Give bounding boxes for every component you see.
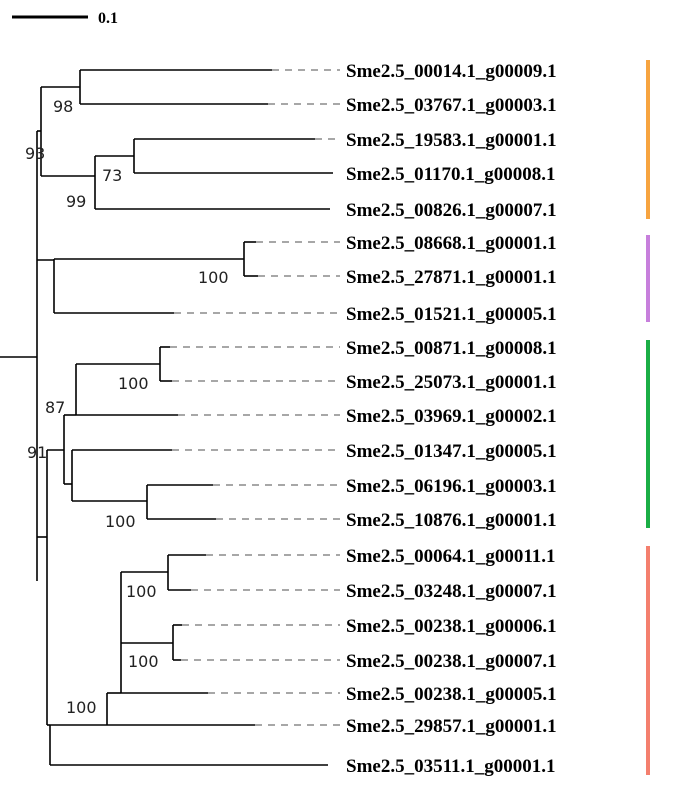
support-label: 100 xyxy=(66,698,97,717)
support-label: 93 xyxy=(25,144,45,163)
tip-label: Sme2.5_00826.1_g00007.1 xyxy=(346,200,557,221)
tip-label: Sme2.5_01521.1_g00005.1 xyxy=(346,304,557,325)
tip-label: Sme2.5_25073.1_g00001.1 xyxy=(346,372,557,393)
tip-label: Sme2.5_03511.1_g00001.1 xyxy=(346,756,556,777)
tip-label: Sme2.5_01347.1_g00005.1 xyxy=(346,441,557,462)
tip-label: Sme2.5_01170.1_g00008.1 xyxy=(346,164,556,185)
tip-label: Sme2.5_29857.1_g00001.1 xyxy=(346,716,557,737)
support-label: 87 xyxy=(45,398,65,417)
support-label: 100 xyxy=(118,374,149,393)
tip-label: Sme2.5_03969.1_g00002.1 xyxy=(346,406,557,427)
support-label: 91 xyxy=(27,443,47,462)
scale-bar-label: 0.1 xyxy=(98,10,118,27)
support-label: 100 xyxy=(128,652,159,671)
support-label: 100 xyxy=(126,582,157,601)
support-label: 73 xyxy=(102,166,122,185)
tip-label: Sme2.5_00014.1_g00009.1 xyxy=(346,61,557,82)
tip-label: Sme2.5_03248.1_g00007.1 xyxy=(346,581,557,602)
support-label: 98 xyxy=(53,97,73,116)
support-label: 100 xyxy=(198,268,229,287)
tip-label: Sme2.5_00238.1_g00006.1 xyxy=(346,616,557,637)
tip-label: Sme2.5_06196.1_g00003.1 xyxy=(346,476,557,497)
support-values: 98 93 73 99 100 100 87 91 100 100 100 10… xyxy=(25,97,229,717)
tip-label: Sme2.5_19583.1_g00001.1 xyxy=(346,130,557,151)
tip-label: Sme2.5_10876.1_g00001.1 xyxy=(346,510,557,531)
tree-branches xyxy=(0,69,340,766)
scale-bar: 0.1 xyxy=(12,10,118,27)
tip-label: Sme2.5_00064.1_g00011.1 xyxy=(346,546,556,567)
tip-label: Sme2.5_00238.1_g00005.1 xyxy=(346,684,557,705)
tip-label: Sme2.5_00871.1_g00008.1 xyxy=(346,338,557,359)
tip-label: Sme2.5_08668.1_g00001.1 xyxy=(346,233,557,254)
tip-label: Sme2.5_03767.1_g00003.1 xyxy=(346,95,557,116)
support-label: 100 xyxy=(105,512,136,531)
tip-label: Sme2.5_27871.1_g00001.1 xyxy=(346,267,557,288)
tip-label: Sme2.5_00238.1_g00007.1 xyxy=(346,651,557,672)
support-label: 99 xyxy=(66,192,86,211)
tip-labels: Sme2.5_00014.1_g00009.1 Sme2.5_03767.1_g… xyxy=(346,61,557,777)
